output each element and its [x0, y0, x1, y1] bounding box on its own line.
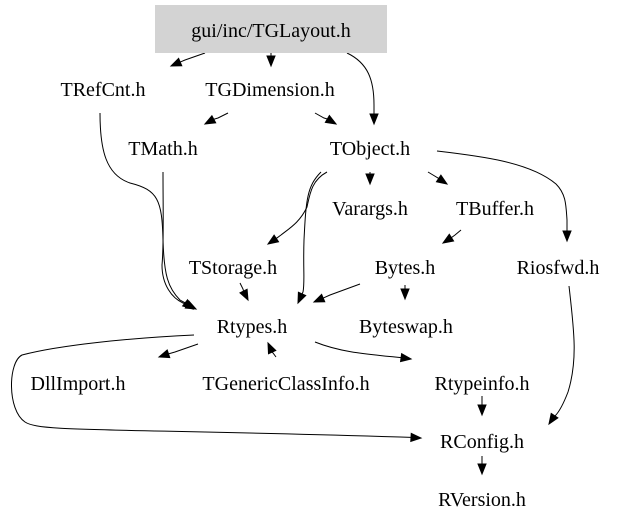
edge-line — [314, 112, 328, 120]
node-tstorage[interactable]: TStorage.h — [189, 257, 277, 279]
arrowhead-icon — [477, 404, 487, 417]
arrowhead-icon — [400, 288, 410, 301]
node-tglayout[interactable]: gui/inc/TGLayout.h — [155, 5, 387, 53]
arrowhead-icon — [266, 234, 280, 245]
edge-line — [346, 52, 375, 114]
arrowhead-icon — [312, 293, 326, 303]
node-tbuffer[interactable]: TBuffer.h — [456, 198, 534, 220]
edge-rconfig-to-rversion — [477, 456, 487, 476]
edge-riosfwd-to-rconfig — [548, 285, 575, 426]
node-rversion[interactable]: RVersion.h — [438, 489, 526, 511]
edge-line — [161, 171, 188, 305]
edge-line — [239, 282, 245, 292]
node-tgenericclassinfo[interactable]: TGenericClassInfo.h — [202, 373, 369, 395]
edge-rtypeinfo-to-rconfig — [477, 396, 487, 417]
node-label: TMath.h — [128, 138, 197, 160]
node-label: TStorage.h — [189, 257, 277, 279]
edge-line — [271, 351, 277, 358]
arrowhead-icon — [267, 341, 277, 355]
node-rconfig[interactable]: RConfig.h — [440, 431, 524, 453]
edge-rtypes-to-rtypeinfo — [314, 341, 413, 363]
edge-line — [276, 171, 328, 239]
node-label: TGDimension.h — [205, 79, 334, 101]
node-varargs[interactable]: Varargs.h — [332, 198, 408, 220]
edge-line — [436, 150, 568, 231]
node-trefcnt[interactable]: TRefCnt.h — [61, 79, 146, 101]
edge-line — [301, 171, 322, 295]
node-label: DllImport.h — [31, 373, 126, 395]
node-rtypeinfo[interactable]: Rtypeinfo.h — [435, 373, 530, 395]
node-label: TObject.h — [330, 138, 410, 160]
node-label: TGenericClassInfo.h — [202, 373, 369, 395]
arrowhead-icon — [157, 349, 171, 359]
node-label: Byteswap.h — [359, 316, 453, 338]
edge-tglayout-to-tobject — [346, 52, 379, 126]
edge-line — [314, 341, 402, 359]
edge-tobject-to-tstorage — [266, 171, 328, 245]
arrowhead-icon — [410, 432, 423, 443]
node-tgdimension[interactable]: TGDimension.h — [205, 79, 334, 101]
edge-bytes-to-rtypes — [312, 283, 361, 303]
edge-tgdimension-to-tobject — [314, 112, 338, 125]
node-label: gui/inc/TGLayout.h — [191, 20, 350, 42]
edge-tgdimension-to-tmath — [203, 112, 229, 125]
node-riosfwd[interactable]: Riosfwd.h — [517, 257, 600, 279]
edge-rtypes-to-tgenericclassinfo — [267, 341, 277, 358]
edge-tmath-to-rtypes — [161, 171, 198, 310]
arrowhead-icon — [399, 352, 413, 363]
edge-line — [427, 171, 439, 179]
edge-tobject-to-riosfwd — [436, 150, 572, 243]
node-label: Rtypeinfo.h — [435, 373, 530, 395]
edge-tglayout-to-tgdimension — [266, 53, 276, 68]
node-byteswap[interactable]: Byteswap.h — [359, 316, 453, 338]
arrowhead-icon — [365, 173, 375, 186]
node-label: Riosfwd.h — [517, 257, 600, 279]
arrowhead-icon — [548, 412, 559, 426]
edge-line — [451, 229, 462, 239]
edge-tglayout-to-trefcnt — [169, 52, 206, 67]
edge-tobject-to-varargs — [365, 172, 375, 186]
arrowhead-icon — [477, 463, 487, 476]
edge-tstorage-to-rtypes — [239, 282, 249, 302]
node-dllimport[interactable]: DllImport.h — [31, 373, 126, 395]
node-tobject[interactable]: TObject.h — [330, 138, 410, 160]
edges-layer — [11, 52, 575, 476]
arrowhead-icon — [266, 55, 276, 68]
arrowhead-icon — [239, 288, 249, 302]
arrowhead-icon — [184, 300, 198, 310]
node-label: RConfig.h — [440, 431, 524, 453]
edge-tbuffer-to-bytes — [441, 229, 462, 244]
node-label: Varargs.h — [332, 198, 408, 220]
node-label: TBuffer.h — [456, 198, 534, 220]
edge-rtypes-to-dllimport — [157, 343, 199, 359]
edge-line — [168, 343, 199, 355]
arrowhead-icon — [203, 114, 217, 125]
edge-line — [99, 112, 186, 304]
arrowhead-icon — [562, 230, 572, 243]
arrowhead-icon — [435, 174, 449, 185]
root-node-box — [155, 5, 387, 53]
node-rtypes[interactable]: Rtypes.h — [217, 316, 288, 338]
node-label: Bytes.h — [375, 257, 436, 279]
arrowhead-icon — [297, 291, 307, 305]
edge-bytes-to-byteswap — [400, 285, 410, 301]
node-label: RVersion.h — [438, 489, 526, 511]
edge-line — [554, 285, 575, 417]
arrowhead-icon — [369, 113, 379, 126]
node-tmath[interactable]: TMath.h — [128, 138, 197, 160]
node-label: Rtypes.h — [217, 316, 288, 338]
arrowhead-icon — [324, 114, 338, 125]
arrowhead-icon — [169, 57, 183, 67]
edge-line — [213, 112, 229, 120]
edge-line — [11, 334, 412, 438]
edge-rtypes-to-rconfig — [11, 334, 423, 443]
edge-tobject-to-rtypes — [297, 171, 322, 305]
node-bytes[interactable]: Bytes.h — [375, 257, 436, 279]
edge-line — [322, 283, 361, 299]
edge-line — [179, 52, 206, 63]
arrowhead-icon — [441, 233, 455, 244]
node-label: TRefCnt.h — [61, 79, 146, 101]
edge-tobject-to-tbuffer — [427, 171, 449, 185]
